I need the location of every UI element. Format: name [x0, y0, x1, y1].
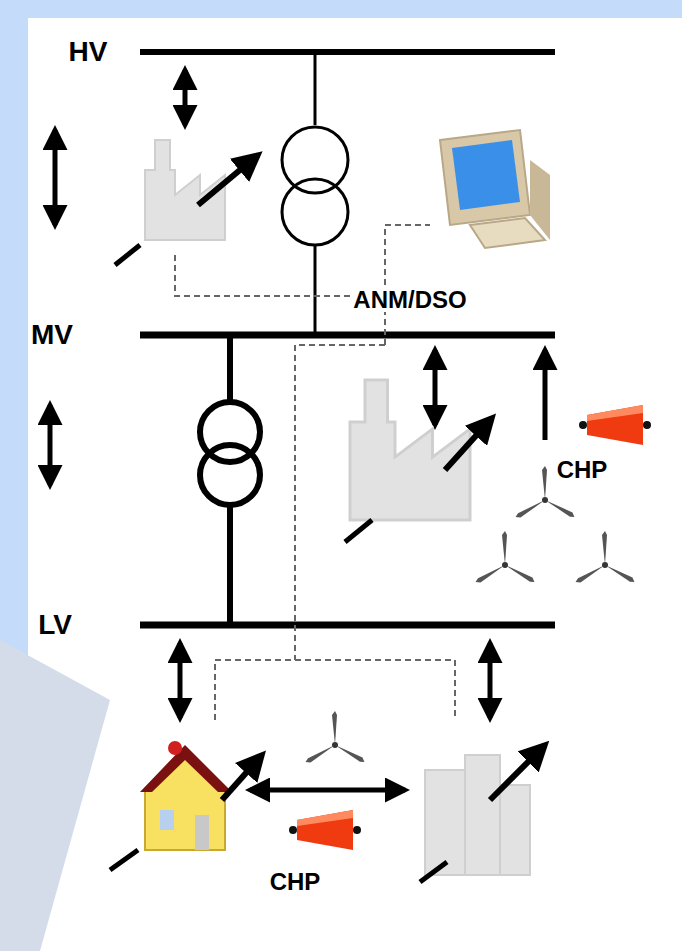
text-label: CHP	[268, 870, 323, 894]
text-label: LV	[36, 611, 74, 639]
text-label: ANM/DSO	[351, 288, 468, 312]
text-label: CHP	[555, 458, 610, 482]
text-label: MV	[29, 321, 75, 349]
text-label: HV	[67, 38, 110, 66]
